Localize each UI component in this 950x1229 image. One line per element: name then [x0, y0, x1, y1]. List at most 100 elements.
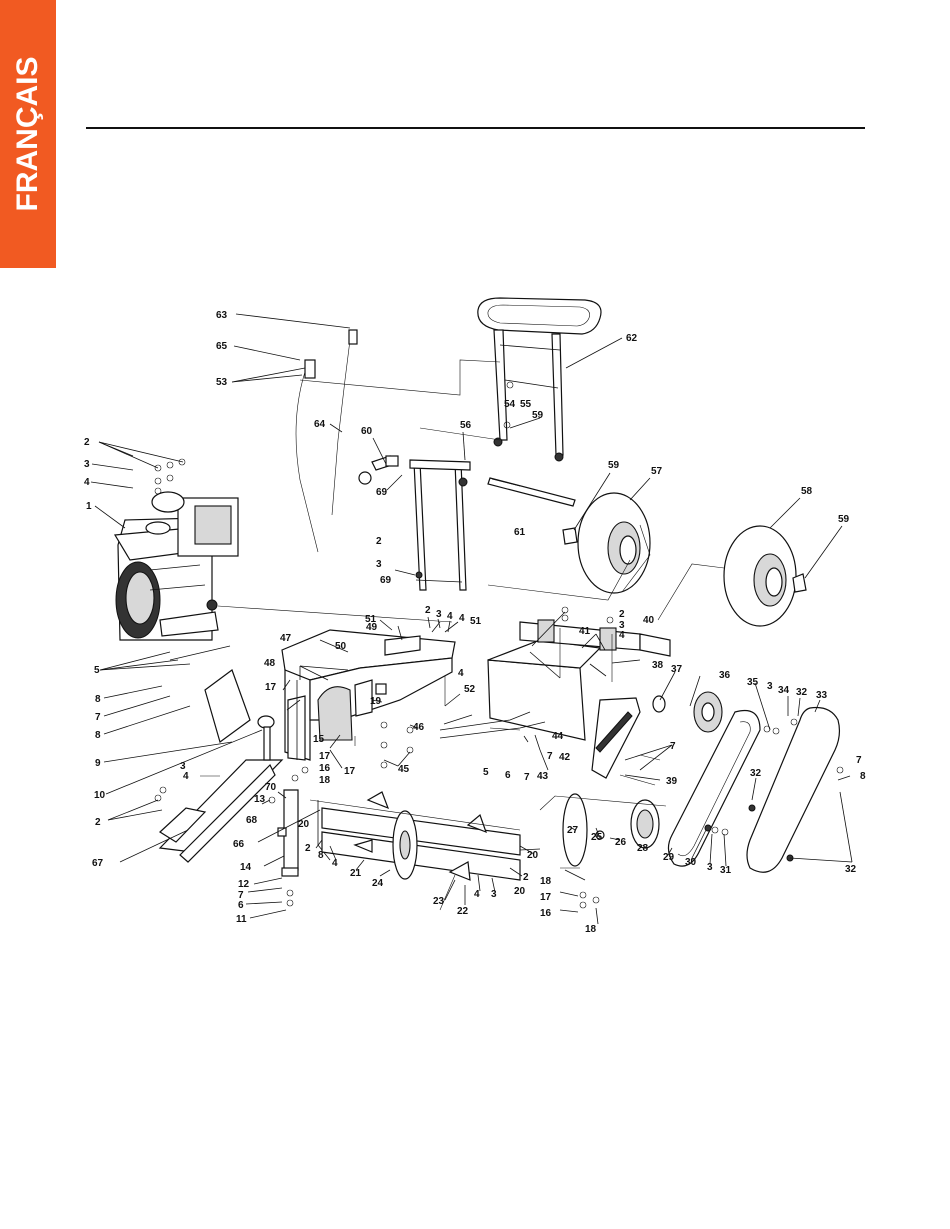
- callout-48: 48: [264, 658, 276, 669]
- callout-18-upper: 18: [319, 775, 331, 786]
- callout-63: 63: [216, 310, 228, 321]
- callout-52: 52: [464, 684, 476, 695]
- callout-17-left: 17: [265, 682, 277, 693]
- callout-60: 60: [361, 426, 373, 437]
- callout-3-frame: 3: [376, 559, 382, 570]
- drive-assembly: [539, 691, 841, 873]
- callout-1: 1: [86, 501, 92, 512]
- callout-18-right-bottom: 18: [585, 924, 597, 935]
- callout-26: 26: [615, 837, 627, 848]
- callout-62: 62: [626, 333, 638, 344]
- callout-21: 21: [350, 868, 362, 879]
- language-tab: FRANÇAIS: [0, 0, 56, 268]
- main-frame: [169, 619, 671, 779]
- callout-3-tine: 3: [491, 889, 497, 900]
- callout-7-left: 7: [95, 712, 101, 723]
- callout-68: 68: [246, 815, 258, 826]
- callout-4-top-right: 4: [459, 613, 465, 624]
- callout-16-right: 16: [540, 908, 552, 919]
- callout-34: 34: [778, 685, 790, 696]
- callout-labels: 63 65 53 62 54 55 59 64 60 56 69 59 57 5…: [84, 310, 866, 935]
- callout-37: 37: [671, 664, 683, 675]
- callout-16-upper: 16: [319, 763, 331, 774]
- callout-7-mid-lower: 7: [524, 772, 530, 783]
- callout-33: 33: [816, 690, 828, 701]
- callout-7-guard: 7: [670, 741, 676, 752]
- callout-8-left-top: 8: [95, 694, 101, 705]
- callout-7-right: 7: [856, 755, 862, 766]
- header-rule: [86, 127, 865, 129]
- callout-70: 70: [265, 782, 277, 793]
- callout-23: 23: [433, 896, 445, 907]
- callout-59-wheel-right: 59: [838, 514, 850, 525]
- handle-assembly: [295, 297, 602, 591]
- callout-36: 36: [719, 670, 731, 681]
- callout-20-top: 20: [298, 819, 310, 830]
- callout-4-engine: 4: [84, 477, 90, 488]
- callout-3-axle: 3: [619, 620, 625, 631]
- callout-47: 47: [280, 633, 292, 644]
- callout-5-mid: 5: [483, 767, 489, 778]
- callout-59-wheel-left: 59: [608, 460, 620, 471]
- callout-31: 31: [720, 865, 732, 876]
- callout-4-axle: 4: [619, 630, 625, 641]
- callout-51-left: 51: [365, 614, 377, 625]
- callout-28: 28: [637, 843, 649, 854]
- callout-53: 53: [216, 377, 228, 388]
- callout-41: 41: [579, 626, 591, 637]
- callout-4-mid: 4: [458, 668, 464, 679]
- callout-11: 11: [236, 914, 247, 925]
- callout-24: 24: [372, 878, 384, 889]
- tine-rotor: [309, 791, 521, 911]
- callout-58: 58: [801, 486, 813, 497]
- callout-38: 38: [652, 660, 664, 671]
- callout-2-axle: 2: [619, 609, 625, 620]
- callout-9: 9: [95, 758, 101, 769]
- callout-17-right: 17: [540, 892, 552, 903]
- callout-4-tine: 4: [474, 889, 480, 900]
- callout-59-handle: 59: [532, 410, 544, 421]
- callout-4-top: 4: [447, 611, 453, 622]
- fasteners: [154, 381, 844, 909]
- callout-2-rotor-right: 2: [523, 872, 529, 883]
- leader-lines: [90, 313, 853, 925]
- callout-61: 61: [514, 527, 526, 538]
- callout-27: 27: [567, 825, 579, 836]
- callout-69-lever: 69: [376, 487, 388, 498]
- callout-8-rotor: 8: [318, 850, 324, 861]
- callout-2-engine: 2: [84, 437, 90, 448]
- callout-12: 12: [238, 879, 250, 890]
- callout-7-mid: 7: [547, 751, 553, 762]
- callout-14: 14: [240, 862, 252, 873]
- callout-3-belt: 3: [707, 862, 713, 873]
- callout-6-bottom: 6: [238, 900, 244, 911]
- callout-25: 25: [591, 832, 603, 843]
- callout-5-left: 5: [94, 665, 100, 676]
- callout-4-rotor: 4: [332, 858, 338, 869]
- callout-57: 57: [651, 466, 663, 477]
- callout-50: 50: [335, 641, 347, 652]
- callout-69-frame: 69: [380, 575, 392, 586]
- callout-3-engine: 3: [84, 459, 90, 470]
- callout-8-right: 8: [860, 771, 866, 782]
- callout-30: 30: [685, 857, 697, 868]
- callout-19: 19: [370, 696, 382, 707]
- callout-17-upper: 17: [319, 751, 331, 762]
- callout-49: 49: [366, 622, 378, 633]
- callout-6-mid: 6: [505, 770, 511, 781]
- callout-67: 67: [92, 858, 104, 869]
- callout-32-mid: 32: [750, 768, 762, 779]
- callout-54: 54: [504, 399, 516, 410]
- callout-17-center: 17: [344, 766, 356, 777]
- callout-42: 42: [559, 752, 571, 763]
- callout-2-top: 2: [425, 605, 431, 616]
- callout-22: 22: [457, 906, 469, 917]
- callout-43: 43: [537, 771, 549, 782]
- callout-65: 65: [216, 341, 228, 352]
- depth-bar-assembly: [158, 715, 299, 877]
- callout-18-right-top: 18: [540, 876, 552, 887]
- callout-46: 46: [413, 722, 425, 733]
- callout-2-frame: 2: [376, 536, 382, 547]
- callout-13: 13: [254, 794, 266, 805]
